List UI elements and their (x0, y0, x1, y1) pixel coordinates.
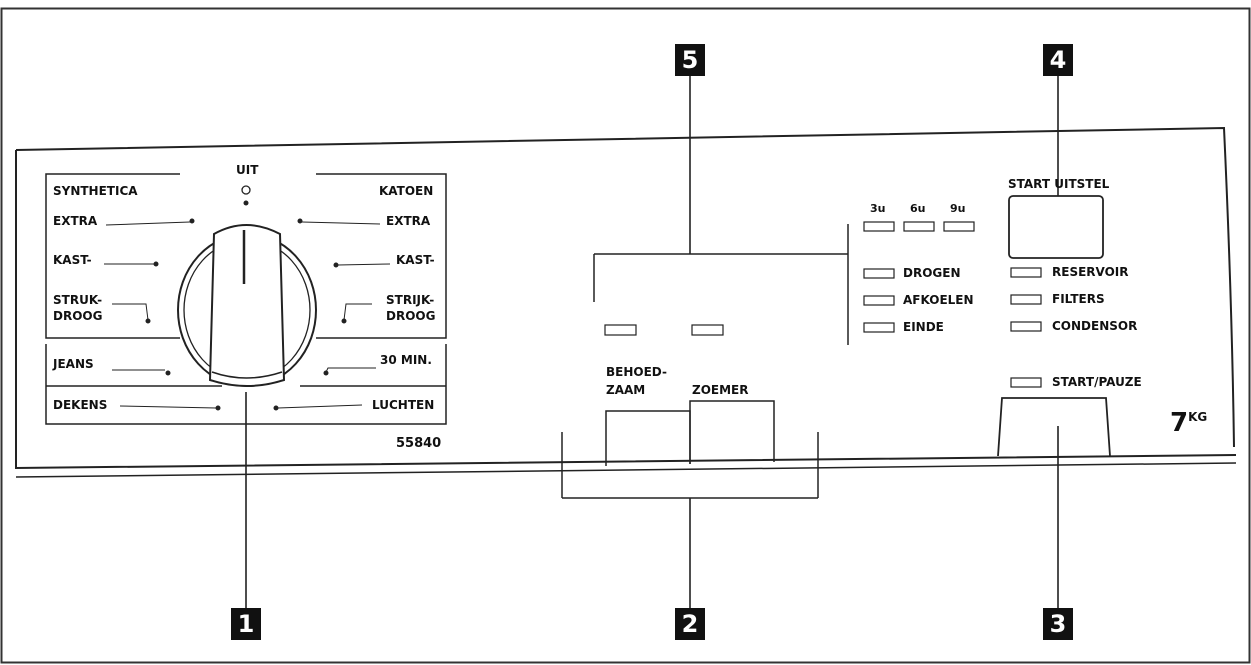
option-button-area (561, 224, 849, 499)
buzzer-label: ZOEMER (692, 383, 749, 397)
warning-filters-label: FILTERS (1052, 292, 1105, 306)
start-pause-label: START/PAUZE (1052, 375, 1142, 389)
careful-label-2: ZAAM (606, 383, 646, 397)
phase-leds (863, 268, 895, 333)
delay-leds (863, 221, 975, 232)
left-program-iron-1: STRUK- (53, 293, 103, 307)
control-panel (15, 126, 1237, 478)
delay-9h-label: 9u (950, 202, 966, 215)
delay-6h-label: 6u (910, 202, 926, 215)
buzzer-button[interactable] (689, 400, 775, 464)
right-program-cupboard: KAST- (396, 253, 435, 267)
phase-drying-label: DROGEN (903, 266, 961, 280)
right-program-airing: LUCHTEN (372, 398, 435, 412)
dial-indicator-dot (243, 200, 249, 206)
left-program-jeans: JEANS (53, 357, 94, 371)
right-program-iron-2: DROOG (386, 309, 436, 323)
model-number: 55840 (396, 436, 442, 451)
off-indicator-icon (241, 185, 251, 195)
start-pause-button[interactable] (997, 397, 1111, 457)
callout-2: 2 (675, 608, 705, 640)
warning-condenser-label: CONDENSOR (1052, 319, 1138, 333)
off-label: UIT (236, 163, 259, 177)
dial-leader-lines (104, 218, 391, 411)
left-program-extra: EXTRA (53, 214, 98, 228)
cotton-header: KATOEN (379, 184, 434, 198)
phase-end-label: EINDE (903, 320, 944, 334)
callout-5: 5 (675, 44, 705, 76)
warning-leds (1010, 267, 1042, 388)
warning-reservoir-label: RESERVOIR (1052, 265, 1129, 279)
start-delay-label: START UITSTEL (1008, 177, 1110, 191)
careful-label-1: BEHOED- (606, 365, 667, 379)
synthetics-header: SYNTHETICA (53, 184, 138, 198)
left-program-iron-2: DROOG (53, 309, 103, 323)
delay-3h-label: 3u (870, 202, 886, 215)
left-program-blankets: DEKENS (53, 398, 108, 412)
capacity-label: 7KG (1170, 408, 1207, 438)
option-led-buzzer (691, 324, 724, 336)
start-delay-button[interactable] (1008, 195, 1104, 259)
callout-lines (245, 76, 1059, 610)
callout-4: 4 (1043, 44, 1073, 76)
capacity-unit: KG (1188, 410, 1208, 424)
capacity-value: 7 (1170, 408, 1189, 438)
callout-3: 3 (1043, 608, 1073, 640)
right-program-iron-1: STRIJK- (386, 293, 435, 307)
program-dial[interactable] (177, 185, 317, 387)
careful-button[interactable] (605, 410, 691, 466)
phase-cooling-label: AFKOELEN (903, 293, 974, 307)
outer-border (0, 7, 1251, 664)
left-program-cupboard: KAST- (53, 253, 92, 267)
option-led-careful (604, 324, 637, 336)
callout-1: 1 (231, 608, 261, 640)
right-program-extra: EXTRA (386, 214, 431, 228)
right-program-30min: 30 MIN. (380, 353, 432, 367)
